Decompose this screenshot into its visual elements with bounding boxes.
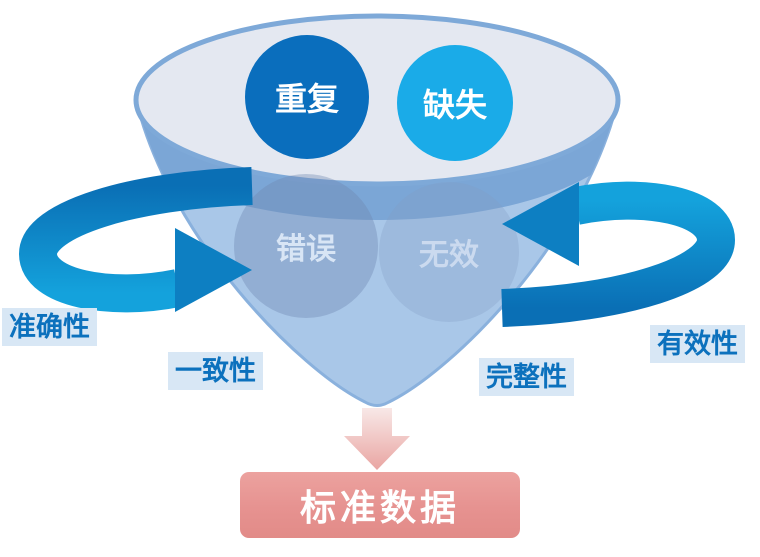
circle-missing: 缺失 (397, 45, 513, 161)
circle-error-label: 错误 (276, 233, 336, 266)
label-completeness: 完整性 (479, 358, 574, 397)
result-box-label: 标准数据 (299, 487, 460, 528)
circle-duplicate-label: 重复 (274, 81, 339, 117)
circle-invalid: 无效 (379, 182, 519, 322)
circle-duplicate: 重复 (245, 35, 369, 159)
label-consistency: 一致性 (168, 352, 263, 391)
circle-invalid-label: 无效 (419, 239, 479, 272)
result-box: 标准数据 (240, 472, 520, 538)
funnel-top-ellipse (133, 13, 621, 187)
circle-error: 错误 (234, 174, 378, 318)
label-validity: 有效性 (650, 325, 745, 364)
circle-missing-label: 缺失 (422, 87, 487, 123)
label-accuracy: 准确性 (2, 308, 97, 347)
